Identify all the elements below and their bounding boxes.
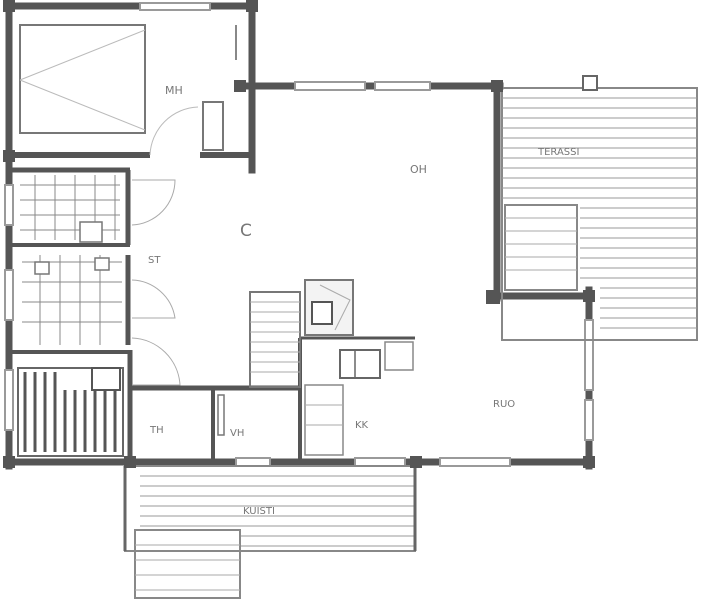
- stair-and-fireplace: [249, 279, 354, 388]
- small-rooms: [130, 336, 415, 462]
- label-ruo: RUO: [493, 399, 515, 410]
- label-st: ST: [148, 255, 161, 266]
- porch: [123, 465, 417, 599]
- wash-room: [9, 167, 131, 354]
- terrace: [501, 75, 698, 341]
- bench-area: [17, 350, 133, 466]
- label-terassi: TERASSI: [537, 147, 579, 158]
- label-mh: MH: [165, 84, 183, 97]
- label-kuisti: KUISTI: [243, 506, 275, 517]
- label-kk: KK: [355, 420, 369, 431]
- label-vh: VH: [230, 428, 244, 439]
- label-oh: OH: [410, 163, 427, 176]
- sauna-room: [9, 24, 252, 158]
- label-th: TH: [149, 425, 164, 436]
- door-swings: [131, 179, 181, 386]
- windows: [4, 2, 594, 467]
- wall-posts: [3, 0, 595, 468]
- label-c: C: [240, 221, 252, 241]
